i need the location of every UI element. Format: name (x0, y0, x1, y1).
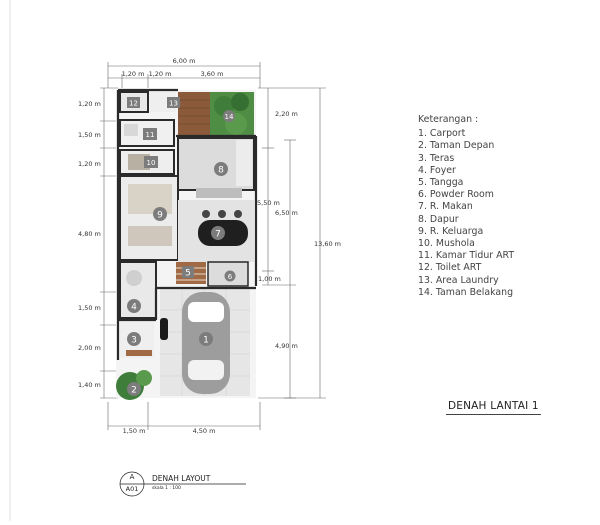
title-block-scale: skala 1 : 100 (152, 486, 181, 491)
room-marker-9: 9 (153, 207, 167, 221)
svg-text:11: 11 (146, 131, 155, 139)
title-block-code-letter: A (129, 473, 135, 481)
room-marker-10: 10 (144, 156, 158, 168)
room-marker-6: 6 (224, 270, 236, 282)
dim-top-b: 1,20 m (149, 70, 172, 78)
legend-item: 8. Dapur (418, 213, 459, 225)
legend-item: 1. Carport (418, 128, 466, 140)
dim-right-total: 13,60 m (314, 240, 341, 248)
legend-item: 6. Powder Room (418, 189, 494, 201)
legend: Keterangan : 1. Carport 2. Taman Depan 3… (418, 114, 514, 299)
dim-left-6: 2,00 m (78, 344, 101, 352)
legend-item: 12. Toilet ART (418, 262, 482, 274)
room-marker-4: 4 (127, 299, 141, 313)
dim-left-2: 1,50 m (78, 131, 101, 139)
room-marker-13: 13 (167, 97, 180, 108)
legend-item: 3. Teras (418, 152, 455, 164)
dim-right-e: 4,90 m (275, 342, 298, 350)
svg-text:4: 4 (131, 303, 137, 313)
room-marker-14: 14 (223, 110, 235, 122)
dim-top-c: 3,60 m (201, 70, 224, 78)
room-marker-8: 8 (214, 162, 228, 176)
room-marker-3: 3 (127, 332, 141, 346)
title-block-sheet-code: A01 (125, 485, 139, 493)
legend-item: 5. Tangga (418, 177, 464, 189)
dim-bottom-b: 4,50 m (193, 427, 216, 435)
svg-text:2: 2 (131, 386, 137, 396)
legend-item: 9. R. Keluarga (418, 225, 484, 237)
room-marker-2: 2 (127, 382, 141, 396)
legend-item: 10. Mushola (418, 238, 475, 250)
plan-body (116, 88, 258, 400)
room-marker-1: 1 (199, 332, 213, 346)
dimension-labels: 6,00 m 1,20 m 1,20 m 3,60 m 1,20 m 1,50 … (78, 57, 341, 435)
dim-right-d: 1,00 m (258, 275, 281, 283)
dim-left-1: 1,20 m (78, 100, 101, 108)
dim-left-3: 1,20 m (78, 160, 101, 168)
dim-left-7: 1,40 m (78, 381, 101, 389)
dim-left-5: 1,50 m (78, 304, 101, 312)
svg-text:12: 12 (129, 100, 138, 108)
svg-text:7: 7 (215, 230, 221, 240)
svg-text:14: 14 (225, 113, 234, 121)
svg-text:6: 6 (228, 273, 233, 281)
plan-title: DENAH LANTAI 1 (448, 400, 539, 412)
legend-item: 11. Kamar Tidur ART (418, 250, 515, 262)
plan-title-underline (446, 414, 541, 415)
dimension-lines (100, 62, 326, 430)
dim-top-a: 1,20 m (122, 70, 145, 78)
title-block (119, 471, 246, 497)
svg-text:3: 3 (131, 336, 137, 346)
legend-item: 14. Taman Belakang (418, 286, 514, 298)
svg-text:9: 9 (157, 211, 163, 221)
room-marker-11: 11 (143, 128, 157, 140)
legend-item: 4. Foyer (418, 164, 456, 176)
svg-text:13: 13 (169, 100, 178, 108)
svg-text:8: 8 (218, 166, 224, 176)
title-block-title: DENAH LAYOUT (152, 474, 211, 483)
dim-bottom-a: 1,50 m (123, 427, 146, 435)
room-marker-5: 5 (182, 266, 194, 279)
legend-item: 2. Taman Depan (418, 140, 495, 152)
svg-text:5: 5 (185, 269, 191, 279)
svg-text:1: 1 (203, 336, 209, 346)
legend-item: 7. R. Makan (418, 201, 473, 213)
legend-title: Keterangan : (418, 114, 479, 125)
dim-right-c: 6,50 m (275, 209, 298, 217)
dim-left-4: 4,80 m (78, 230, 101, 238)
room-markers: 1 2 3 4 5 6 7 8 9 10 11 12 13 14 (127, 97, 236, 396)
room-marker-7: 7 (211, 226, 225, 240)
dim-top-total: 6,00 m (173, 57, 196, 65)
svg-text:10: 10 (147, 159, 156, 167)
room-marker-12: 12 (127, 97, 140, 108)
dim-right-a: 2,20 m (275, 110, 298, 118)
dim-right-b: 5,50 m (257, 199, 280, 207)
legend-item: 13. Area Laundry (418, 274, 499, 286)
